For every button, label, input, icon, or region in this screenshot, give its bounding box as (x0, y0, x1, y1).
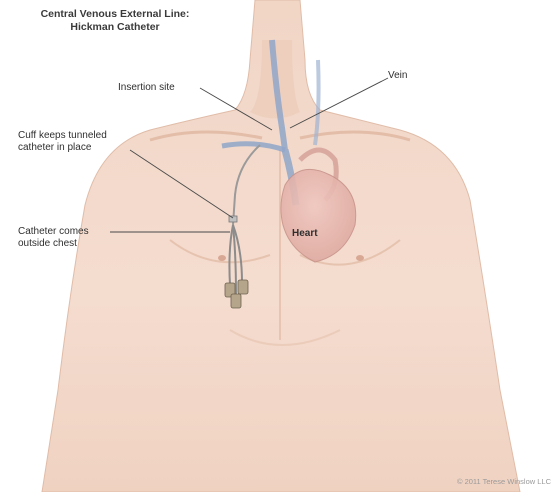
label-heart: Heart (292, 228, 318, 240)
right-neck-vein (315, 60, 319, 145)
nipple-left (218, 255, 226, 261)
label-exit-line-2: outside chest (18, 238, 89, 250)
label-cuff-line-1: Cuff keeps tunneled (18, 130, 107, 142)
label-catheter-exit: Catheter comes outside chest (18, 226, 89, 250)
title-line-2: Hickman Catheter (20, 21, 210, 34)
catheter-clamp-2 (238, 280, 248, 294)
label-vein: Vein (388, 70, 407, 82)
label-exit-line-1: Catheter comes (18, 226, 89, 238)
catheter-clamp-3 (231, 294, 241, 308)
label-cuff-line-2: catheter in place (18, 142, 107, 154)
title-line-1: Central Venous External Line: (20, 8, 210, 21)
nipple-right (356, 255, 364, 261)
copyright-notice: © 2011 Terese Winslow LLC (457, 477, 551, 486)
diagram-title: Central Venous External Line: Hickman Ca… (20, 8, 210, 34)
label-insertion-site: Insertion site (118, 82, 175, 94)
label-cuff: Cuff keeps tunneled catheter in place (18, 130, 107, 154)
catheter-cuff (229, 216, 237, 222)
